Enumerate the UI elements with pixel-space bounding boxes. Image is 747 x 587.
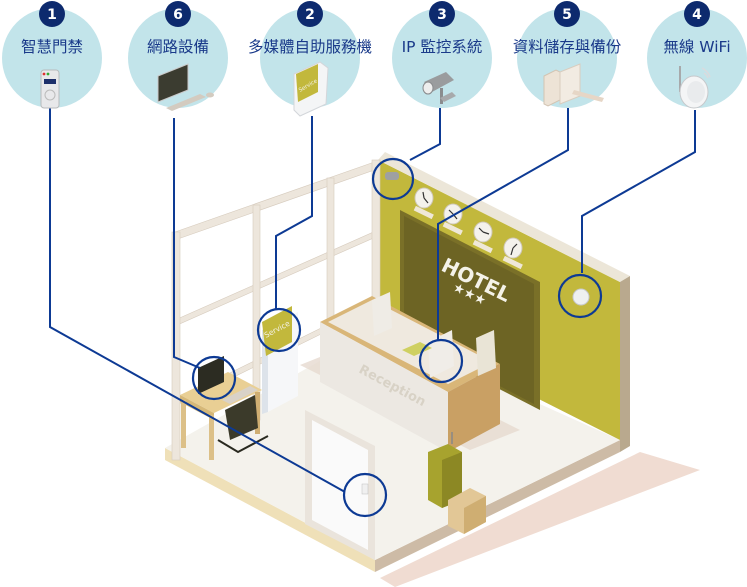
highlight-reception-pc[interactable] <box>418 338 464 384</box>
floor-edge-right <box>375 440 620 572</box>
connector-cctv <box>409 108 441 161</box>
door-card-reader <box>361 483 369 495</box>
category-label: 資料儲存與備份 <box>513 38 622 56</box>
desk-monitor-left <box>372 292 392 336</box>
room-illustration: HOTEL ★★★ <box>165 152 700 587</box>
category-label: 無線 WiFi <box>663 38 730 56</box>
bubble-bg <box>647 8 747 108</box>
category-label: 多媒體自助服務機 <box>248 38 372 56</box>
luggage <box>428 432 486 534</box>
category-kiosk[interactable]: 2 多媒體自助服務機 Service <box>248 1 372 117</box>
connector-lines <box>49 107 696 493</box>
category-label: IP 監控系統 <box>402 38 483 56</box>
number-badge <box>297 1 323 27</box>
category-cctv[interactable]: 3 IP 監控系統 <box>392 1 492 108</box>
wall-panel-inner <box>404 216 534 404</box>
back-wall-top <box>378 152 630 282</box>
category-label: 智慧門禁 <box>21 38 83 56</box>
clock-london <box>442 203 463 236</box>
number-badge <box>554 1 580 27</box>
clock-new-york <box>413 187 434 220</box>
desktop-computer-icon <box>157 63 214 111</box>
kiosk-screen <box>262 306 292 356</box>
category-network[interactable]: 6 網路設備 <box>128 1 228 111</box>
bubble-bg <box>392 8 492 108</box>
badge-number: 5 <box>562 7 572 23</box>
cctv-mini-icon <box>385 172 399 180</box>
bubble-bg <box>2 8 102 108</box>
connector-kiosk <box>275 116 313 310</box>
badge-number: 1 <box>47 7 57 23</box>
highlight-kiosk[interactable] <box>256 307 302 353</box>
highlight-wifi[interactable] <box>557 273 603 319</box>
badge-number: 4 <box>692 7 702 23</box>
wifi-mini-icon <box>572 288 590 306</box>
highlight-cctv[interactable] <box>371 157 415 201</box>
bubble-bg <box>517 8 617 108</box>
connector-wifi <box>581 110 696 273</box>
badge-number: 2 <box>305 7 315 23</box>
number-badge <box>429 1 455 27</box>
server-icon <box>543 63 604 107</box>
number-badge <box>39 1 65 27</box>
bubble-bg <box>260 8 360 108</box>
service-kiosk: Service <box>262 306 298 414</box>
wifi-access-point-icon <box>679 66 711 109</box>
highlight-circles <box>191 157 603 518</box>
clock-moscow <box>472 221 493 254</box>
clock-tokyo <box>502 237 523 270</box>
world-clocks <box>413 187 523 270</box>
connector-access-control <box>49 107 346 493</box>
highlight-desk-computer[interactable] <box>191 355 237 401</box>
desk-monitor <box>198 356 224 394</box>
category-access-control[interactable]: 1 智慧門禁 <box>2 1 102 109</box>
floor-edge-left <box>165 448 375 572</box>
badge-number: 3 <box>437 7 447 23</box>
card-reader-icon <box>40 69 60 109</box>
back-wall-edge <box>620 276 630 452</box>
highlight-door-reader[interactable] <box>342 472 388 518</box>
number-badge <box>165 1 191 27</box>
connector-network <box>173 118 201 369</box>
number-badge <box>684 1 710 27</box>
kiosk-icon: Service <box>293 61 329 117</box>
floor-shadow <box>380 452 700 587</box>
category-storage[interactable]: 5 資料儲存與備份 <box>513 1 622 108</box>
reception-front <box>320 322 448 452</box>
connector-storage <box>437 108 569 340</box>
category-wifi[interactable]: 4 無線 WiFi <box>647 1 747 109</box>
category-bubbles: 1 智慧門禁 6 網路設備 2 <box>2 1 747 117</box>
glass-door <box>305 410 375 560</box>
category-label: 網路設備 <box>147 38 209 56</box>
badge-number: 6 <box>173 7 183 23</box>
cctv-camera-icon <box>422 72 456 104</box>
bubble-bg <box>128 8 228 108</box>
